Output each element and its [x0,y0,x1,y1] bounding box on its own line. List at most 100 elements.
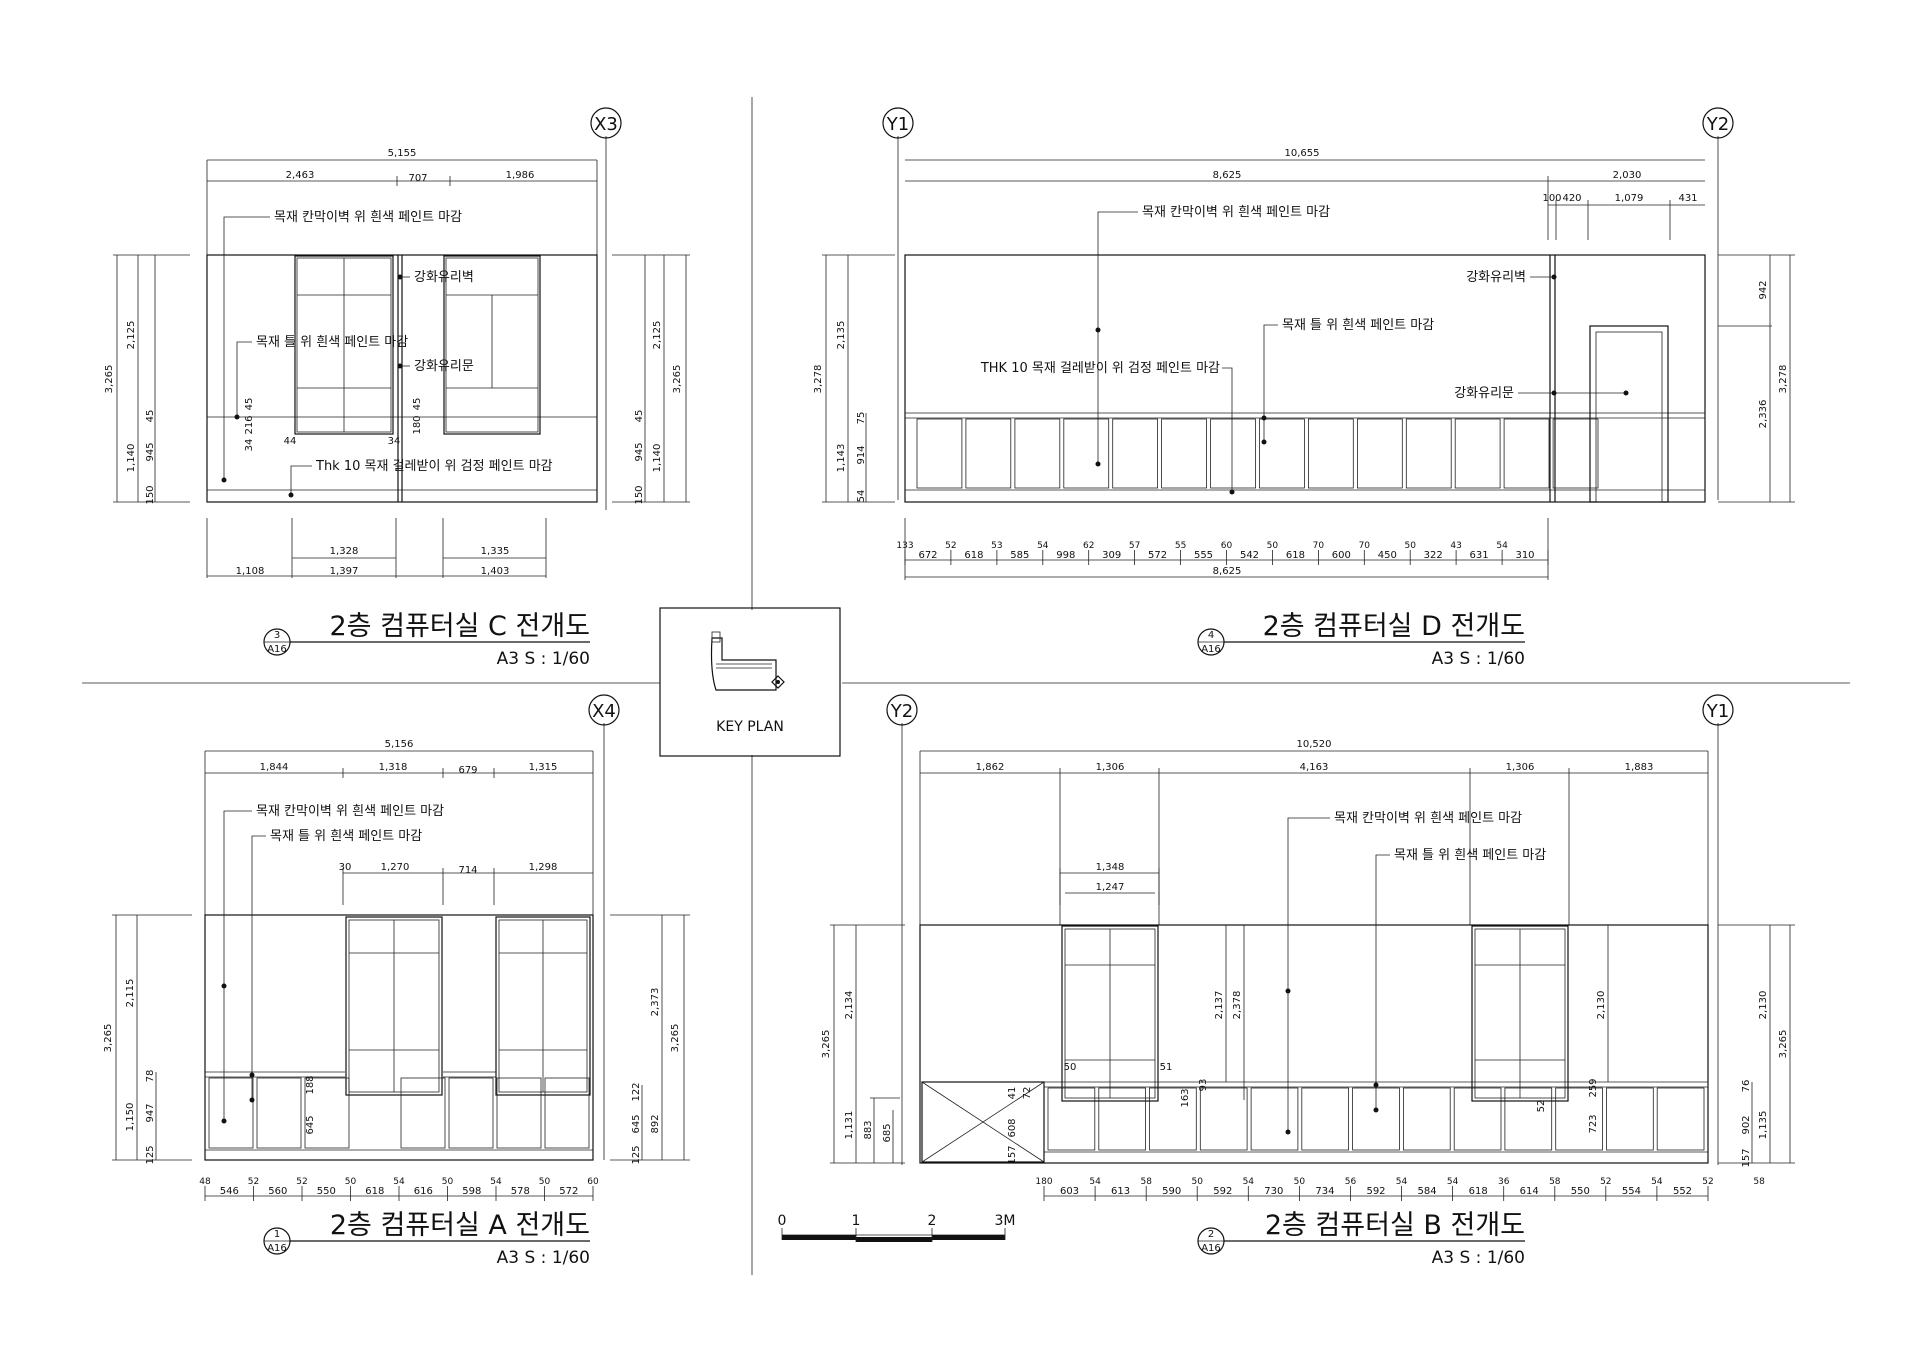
dim-top-1: 1,862 [976,762,1005,773]
dim-top-5: 1,883 [1625,762,1654,773]
glazed-window-right [495,916,591,1096]
dim-chain-value: 555 [1194,550,1213,561]
dim-chain-gap: 52 [945,541,956,551]
dim-left-sub-2: 125 [145,1145,156,1164]
cabinet-door-14 [1552,418,1599,489]
dim-left-height: 3,265 [104,365,115,394]
dim-chain-gap: 180 [1035,1177,1052,1187]
dim-bottom-upper-1: 1,328 [330,546,359,557]
dim-chain-value: 590 [1162,1186,1181,1197]
dim-chain-value: 613 [1111,1186,1130,1197]
base-cabinets [1047,1087,1705,1151]
dim-chain-value: 552 [1673,1186,1692,1197]
dim-top-sub-2: 420 [1562,193,1581,204]
dim-chain-value: 550 [1571,1186,1590,1197]
cabinet-door-11 [1405,418,1452,489]
cabinet-door-6 [448,1077,494,1149]
dim-chain-gap: 50 [1294,1177,1306,1187]
dim-chain-gap: 43 [1450,541,1461,551]
dim-chain-gap: 52 [296,1177,307,1187]
note-3: 목재 틀 위 흰색 페인트 마감 [1282,318,1434,333]
dim-top-1: 1,844 [260,762,289,773]
section-ref-num: 2 [1208,1229,1214,1240]
dim-chain-gap: 60 [587,1177,599,1187]
dim-chain-gap: 53 [991,541,1002,551]
elevation-b: Y2 Y1 10,520 1,862 1,306 4,163 1,306 1,8… [821,694,1795,1268]
cabinet-door-5 [400,1077,446,1149]
dim-inner-7: 45 [412,398,423,411]
section-ref-num: 3 [274,630,280,641]
grid-bubble-x4 [588,694,620,726]
dim-chain-gap: 54 [1651,1177,1663,1187]
dim-chain-value: 631 [1470,550,1489,561]
entry-panel [921,1081,1045,1163]
key-plan-label: KEY PLAN [716,719,784,735]
dim-chain-gap: 70 [1313,541,1325,551]
dim-chain-gap: 58 [1140,1177,1152,1187]
dim-inner-1: 188 [305,1075,316,1094]
cabinet-door-5 [1250,1087,1299,1151]
section-ref-sheet: A16 [267,1243,287,1254]
cabinet-door-12 [1454,418,1501,489]
dim-top-sub-3: 1,079 [1615,193,1644,204]
note-5: 강화유리문 [1454,386,1514,401]
dim-chain-value: 592 [1213,1186,1232,1197]
dim-chain-gap: 50 [1404,541,1416,551]
dim-chain-gap: 56 [1345,1177,1357,1187]
dim-chain-gap: 58 [1549,1177,1561,1187]
title-block-a: 1 A16 2층 컴퓨터실 A 전개도 A3 S : 1/60 [263,1210,590,1268]
dim-chain-gap: 54 [1396,1177,1408,1187]
dim-top-4: 1,306 [1506,762,1535,773]
elevation-scale: A3 S : 1/60 [1432,1248,1525,1268]
dim-chain-value: 618 [1469,1186,1488,1197]
dim-chain-value: 542 [1240,550,1259,561]
cabinet-door-3 [1014,418,1061,489]
dim-top-sub-4: 431 [1678,193,1697,204]
dim-inner-4: 44 [284,436,297,447]
cabinet-door-10 [1504,1087,1553,1151]
cabinet-door-12 [1606,1087,1654,1151]
key-plan: KEY PLAN [659,607,841,757]
grid-bubble-y1-label: Y1 [886,114,909,135]
dim-top-3: 4,163 [1300,762,1329,773]
dim-chain-gap: 54 [1037,541,1049,551]
dim-chain-gap: 54 [1447,1177,1459,1187]
note-3: 목재 틀 위 흰색 페인트 마감 [256,335,408,350]
dim-left-part-1: 2,125 [126,321,137,350]
dim-left-sub-1: 947 [145,1103,156,1122]
note-4: THK 10 목재 걸레받이 위 검정 페인트 마감 [980,361,1220,376]
leader-notes: 목재 칸막이벽 위 흰색 페인트 마감 목재 틀 위 흰색 페인트 마감 [221,804,444,1124]
dim-right-sub-3: 76 [1741,1080,1752,1093]
dim-right-sub-3: 45 [634,410,645,423]
dim-inner-6: 180 [412,415,423,434]
dim-chain-value: 572 [559,1186,578,1197]
scale-bar-label-1: 1 [852,1213,861,1229]
dim-chain-value: 578 [511,1186,530,1197]
dim-chain-value: 618 [365,1186,384,1197]
grid-bubble-x3-label: X3 [594,114,618,135]
dim-bottom-upper-2: 1,335 [481,546,510,557]
grid-bubble-x3 [590,107,622,139]
dim-chain-value: 550 [317,1186,336,1197]
leader-notes: 목재 칸막이벽 위 흰색 페인트 마감 목재 틀 위 흰색 페인트 마감 [1285,811,1546,1135]
dim-left-part-2: 1,140 [126,444,137,473]
dim-chain-gap: 54 [490,1177,502,1187]
sheet-dividers [82,97,1850,1275]
dim-inner-1: 45 [244,398,255,411]
dim-right-height: 3,265 [1778,1030,1789,1059]
dim-inner-1: 2,137 [1214,991,1225,1020]
dim-inner-2: 216 [244,415,255,434]
cabinet-door-6 [1301,1087,1350,1151]
dim-top-sub-1: 100 [1542,193,1561,204]
elevation-title: 2층 컴퓨터실 D 전개도 [1263,611,1525,642]
dim-left-part-1: 2,135 [836,321,847,350]
dim-top-1: 8,625 [1213,170,1242,181]
dim-chain-value: 584 [1418,1186,1437,1197]
elevation-d: Y1 Y2 10,655 8,625 2,030 100 420 1,079 4… [813,107,1795,669]
dim-chain-value: 603 [1060,1186,1079,1197]
dim-chain-gap: 54 [1496,541,1508,551]
cabinet-door-11 [1555,1087,1603,1151]
dim-right-sub-1: 945 [634,442,645,461]
dim-right-part-2: 1,140 [652,444,663,473]
dim-left-part-1: 2,115 [125,979,136,1008]
